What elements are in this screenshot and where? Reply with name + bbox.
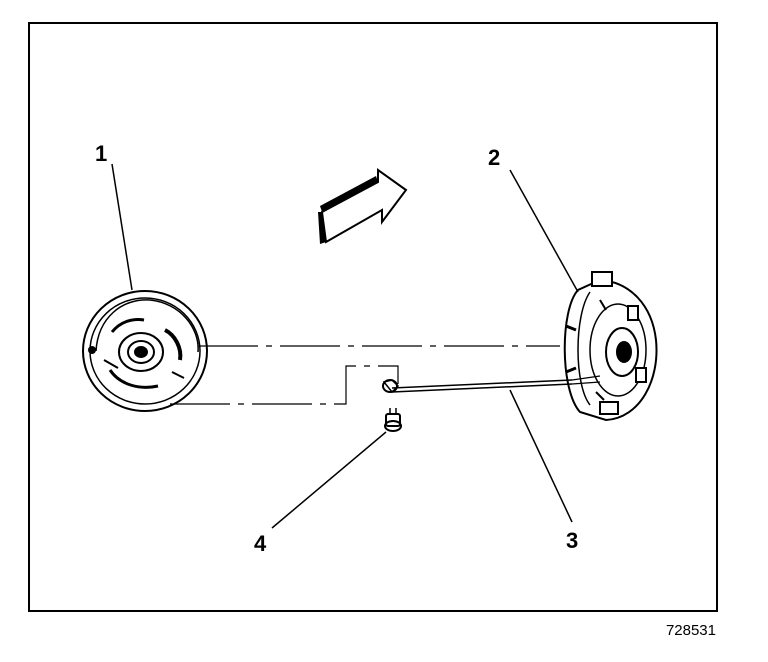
centerline-lower: [170, 365, 399, 405]
leader-lines: [111, 163, 579, 529]
connector-icon: [384, 408, 402, 432]
figure-id: 728531: [665, 622, 716, 639]
callout-2: 2: [488, 145, 501, 170]
arrow-icon: [318, 168, 408, 244]
diagram-frame: [28, 22, 718, 612]
callout-3: 3: [566, 528, 579, 553]
callout-1: 1: [95, 141, 108, 166]
harness-icon: [382, 375, 601, 394]
callout-4: 4: [254, 531, 267, 556]
cover-icon: [82, 290, 208, 412]
housing-icon: [563, 271, 658, 422]
